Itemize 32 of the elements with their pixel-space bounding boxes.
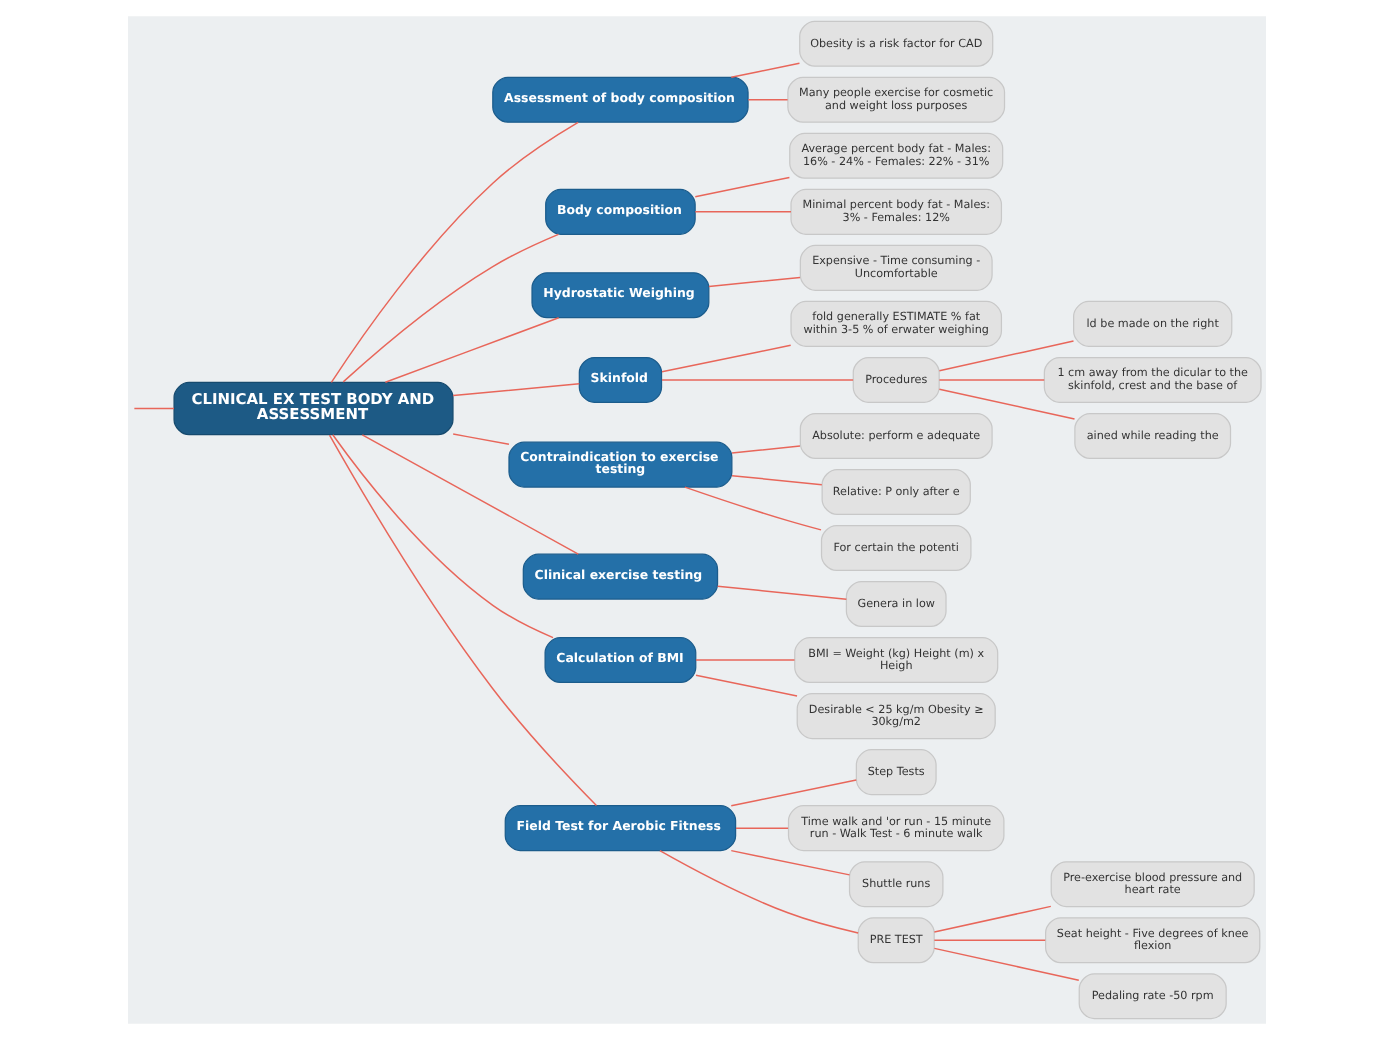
connector (938, 340, 1075, 372)
connector (730, 779, 857, 807)
connector (361, 434, 580, 555)
connector (332, 434, 554, 639)
connector (730, 62, 801, 79)
connector (330, 121, 579, 384)
connector (684, 486, 822, 531)
connector (731, 445, 801, 454)
connector (747, 99, 789, 101)
connector (933, 905, 1052, 933)
connector (342, 233, 560, 383)
connector (452, 433, 510, 446)
connector (328, 434, 598, 807)
connector (695, 674, 798, 697)
connector (938, 388, 1076, 420)
connector (708, 276, 801, 288)
connector (694, 176, 791, 198)
connector (730, 849, 851, 876)
connector (938, 379, 1045, 381)
connector (735, 827, 789, 829)
connector (695, 659, 796, 661)
connector (933, 947, 1080, 981)
connector (933, 939, 1046, 941)
connector (661, 344, 792, 373)
connector (716, 585, 848, 600)
connector (659, 849, 859, 934)
connector (694, 211, 792, 213)
connector (452, 382, 581, 397)
connector (133, 407, 175, 410)
connector (731, 474, 823, 486)
connector (661, 379, 854, 381)
connector (384, 317, 560, 384)
